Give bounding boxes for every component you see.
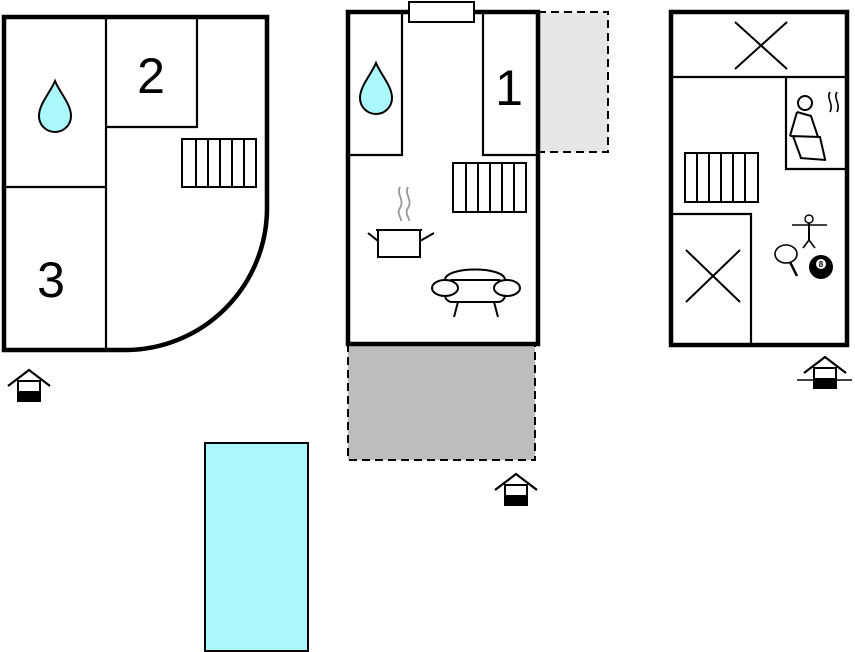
sauna-icon: [789, 91, 839, 161]
left-house: 2 3: [1, 14, 270, 403]
billiard-ball-icon: 8: [809, 255, 833, 279]
entrance-icon[interactable]: [6, 368, 52, 403]
cross-icon: [734, 21, 788, 70]
terrace-dark: [347, 343, 536, 461]
middle-house-partition: [481, 12, 538, 157]
void-top: [734, 21, 788, 70]
room-3[interactable]: 3: [37, 252, 65, 308]
right-house-walls: [668, 9, 850, 348]
stairs-icon: [181, 138, 257, 188]
room-label: 1: [495, 60, 523, 116]
middle-house: 1: [345, 1, 609, 507]
left-house-walls: [1, 14, 270, 353]
table-football-icon: [792, 214, 827, 249]
room-2[interactable]: 2: [137, 48, 165, 104]
sofa-icon: [431, 268, 521, 318]
middle-house-partition: [348, 12, 404, 157]
water-drop-icon: [359, 62, 393, 115]
room-label: 3: [37, 252, 65, 308]
right-house-partition: [671, 212, 753, 345]
water-drop-icon: [38, 80, 72, 133]
entrance-icon[interactable]: [802, 355, 848, 390]
bathroom-middle[interactable]: [359, 62, 393, 115]
chimney: [408, 1, 475, 23]
svg-text:8: 8: [819, 260, 824, 269]
ping-pong-icon: [774, 244, 799, 277]
cross-icon: [685, 249, 741, 303]
room-label: 2: [137, 48, 165, 104]
stairs-icon: [452, 162, 527, 213]
room-1[interactable]: 1: [495, 60, 523, 116]
void-bottom: [685, 249, 741, 303]
swimming-pool: [204, 442, 309, 652]
cooking-pot-icon: [367, 186, 435, 258]
stairs-icon: [684, 152, 759, 203]
left-house-partition: [106, 17, 199, 129]
right-house: 8: [668, 9, 852, 390]
right-house-partition: [784, 77, 847, 171]
terrace-light: [537, 11, 609, 153]
entrance-icon[interactable]: [493, 472, 539, 507]
bathroom-left[interactable]: [38, 80, 72, 133]
